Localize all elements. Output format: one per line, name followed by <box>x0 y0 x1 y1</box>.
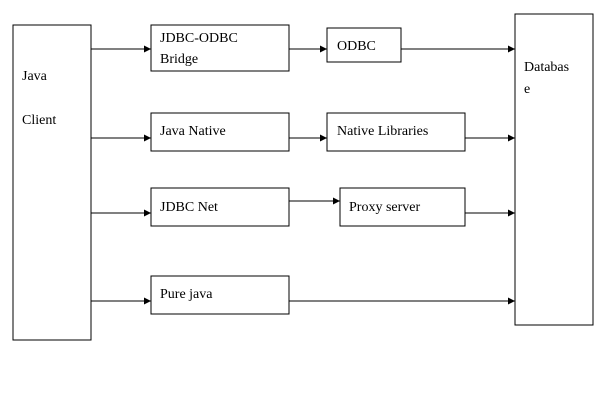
jdbc-odbc-bridge-label-line2: Bridge <box>160 52 198 67</box>
database-label-line2: e <box>524 82 530 97</box>
jdbc-net-label: JDBC Net <box>160 200 218 215</box>
native-libraries-label: Native Libraries <box>337 124 428 139</box>
pure-java-box <box>150 275 290 315</box>
jdbc-odbc-bridge-box <box>150 24 290 72</box>
pure-java-label: Pure java <box>160 287 213 302</box>
jdbc-net-box <box>150 187 290 227</box>
odbc-label: ODBC <box>337 39 376 54</box>
java-client-box <box>12 24 92 341</box>
database-label-line1: Databas <box>524 60 569 75</box>
java-client-label-line2: Client <box>22 113 56 128</box>
java-client-label-line1: Java <box>22 69 48 84</box>
proxy-server-label: Proxy server <box>349 200 420 215</box>
odbc-box <box>326 27 402 63</box>
proxy-server-box <box>339 187 466 227</box>
jdbc-odbc-bridge-label-line1: JDBC-ODBC <box>160 31 238 46</box>
database-box <box>514 13 594 326</box>
native-libraries-box <box>326 112 466 152</box>
java-native-box <box>150 112 290 152</box>
java-native-label: Java Native <box>160 124 226 139</box>
